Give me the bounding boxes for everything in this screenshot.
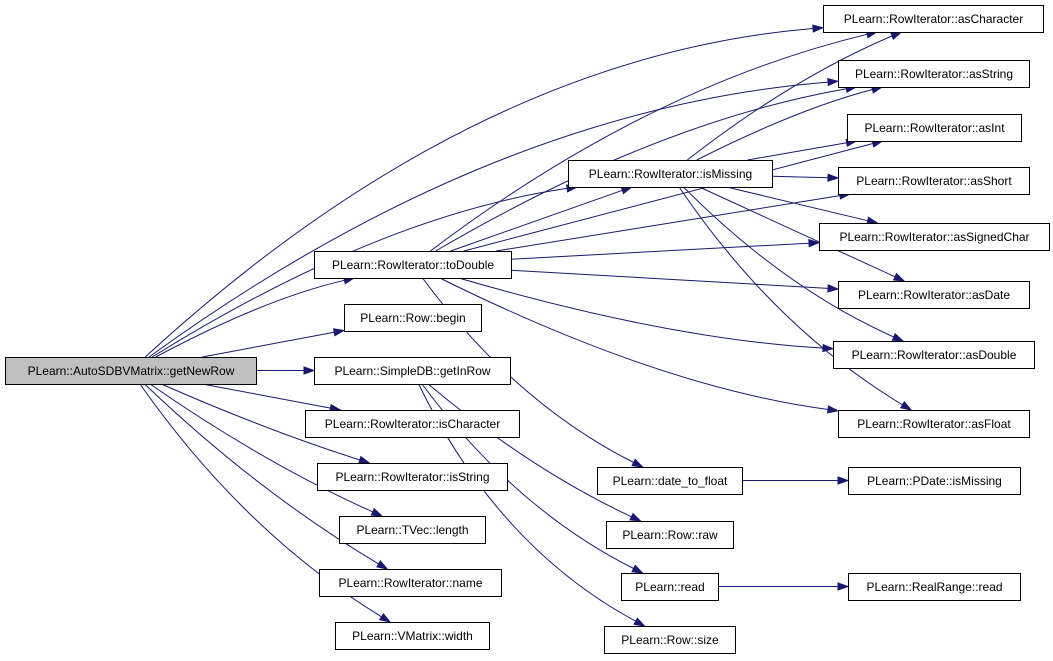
node-box[interactable] bbox=[838, 167, 1030, 195]
node-size[interactable]: PLearn::Row::size bbox=[604, 626, 736, 654]
call-edge bbox=[202, 383, 342, 413]
node-label: PLearn::RowIterator::asShort bbox=[856, 174, 1012, 188]
node-name[interactable]: PLearn::RowIterator::name bbox=[319, 569, 502, 597]
node-width[interactable]: PLearn::VMatrix::width bbox=[335, 622, 490, 650]
call-edge bbox=[510, 269, 840, 293]
node-asInt[interactable]: PLearn::RowIterator::asInt bbox=[847, 114, 1022, 142]
node-label: PLearn::RowIterator::asInt bbox=[864, 121, 1005, 135]
node-isString[interactable]: PLearn::RowIterator::isString bbox=[317, 463, 508, 491]
call-edge bbox=[510, 239, 821, 260]
node-box[interactable] bbox=[314, 251, 512, 279]
node-label: PLearn::Row::raw bbox=[622, 528, 718, 542]
node-label: PLearn::RowIterator::asString bbox=[855, 67, 1013, 81]
node-isCharacter[interactable]: PLearn::RowIterator::isCharacter bbox=[305, 410, 520, 438]
node-label: PLearn::VMatrix::width bbox=[352, 629, 473, 643]
call-edge bbox=[148, 77, 840, 358]
node-asCharacter[interactable]: PLearn::RowIterator::asCharacter bbox=[823, 5, 1044, 33]
node-box[interactable] bbox=[344, 304, 482, 332]
call-nodes: PLearn::AutoSDBVMatrix::getNewRowPLearn:… bbox=[5, 5, 1050, 654]
node-pdate-isMissing[interactable]: PLearn::PDate::isMissing bbox=[848, 467, 1021, 495]
node-label: PLearn::RealRange::read bbox=[866, 580, 1002, 594]
node-box[interactable] bbox=[606, 521, 734, 549]
node-asSignedChar[interactable]: PLearn::RowIterator::asSignedChar bbox=[819, 223, 1050, 251]
node-box[interactable] bbox=[838, 281, 1030, 309]
node-box[interactable] bbox=[314, 357, 511, 385]
call-edge bbox=[742, 476, 850, 485]
node-getNewRow[interactable]: PLearn::AutoSDBVMatrix::getNewRow bbox=[5, 357, 257, 385]
node-box[interactable] bbox=[838, 410, 1030, 438]
call-edge bbox=[771, 173, 840, 182]
node-label: PLearn::Row::begin bbox=[360, 311, 465, 325]
node-asString[interactable]: PLearn::RowIterator::asString bbox=[838, 60, 1030, 88]
node-label: PLearn::RowIterator::asFloat bbox=[857, 417, 1011, 431]
call-edge bbox=[450, 186, 634, 252]
call-edge bbox=[144, 383, 389, 570]
node-label: PLearn::RowIterator::asDate bbox=[858, 288, 1010, 302]
node-label: PLearn::RowIterator::isString bbox=[335, 470, 489, 484]
node-box[interactable] bbox=[847, 114, 1022, 142]
call-edge bbox=[718, 582, 850, 591]
node-box[interactable] bbox=[819, 223, 1050, 251]
node-date-to-float[interactable]: PLearn::date_to_float bbox=[597, 467, 743, 495]
node-length[interactable]: PLearn::TVec::length bbox=[339, 516, 486, 544]
node-isMissing[interactable]: PLearn::RowIterator::isMissing bbox=[568, 160, 773, 188]
node-box[interactable] bbox=[5, 357, 257, 385]
node-label: PLearn::RowIterator::asDouble bbox=[852, 348, 1017, 362]
node-box[interactable] bbox=[848, 573, 1021, 601]
call-edges bbox=[139, 24, 913, 627]
node-box[interactable] bbox=[339, 516, 486, 544]
node-label: PLearn::read bbox=[635, 580, 704, 594]
call-edge bbox=[430, 30, 879, 252]
node-box[interactable] bbox=[838, 60, 1030, 88]
call-edge bbox=[747, 138, 858, 161]
node-box[interactable] bbox=[604, 626, 736, 654]
node-box[interactable] bbox=[568, 160, 773, 188]
call-edge bbox=[458, 277, 835, 353]
call-edge bbox=[161, 383, 371, 464]
node-label: PLearn::RowIterator::toDouble bbox=[332, 258, 494, 272]
call-edge bbox=[144, 24, 825, 358]
node-asFloat[interactable]: PLearn::RowIterator::asFloat bbox=[838, 410, 1030, 438]
node-asDate[interactable]: PLearn::RowIterator::asDate bbox=[838, 281, 1030, 309]
node-box[interactable] bbox=[848, 467, 1021, 495]
node-label: PLearn::RowIterator::isMissing bbox=[589, 167, 752, 181]
node-asDouble[interactable]: PLearn::RowIterator::asDouble bbox=[833, 341, 1035, 369]
node-asShort[interactable]: PLearn::RowIterator::asShort bbox=[838, 167, 1030, 195]
node-label: PLearn::RowIterator::asSignedChar bbox=[839, 230, 1029, 244]
call-edge bbox=[427, 383, 642, 522]
node-toDouble[interactable]: PLearn::RowIterator::toDouble bbox=[314, 251, 512, 279]
node-label: PLearn::TVec::length bbox=[356, 523, 468, 537]
node-raw[interactable]: PLearn::Row::raw bbox=[606, 521, 734, 549]
node-box[interactable] bbox=[335, 622, 490, 650]
node-read[interactable]: PLearn::read bbox=[621, 573, 719, 601]
call-edge bbox=[439, 277, 840, 414]
call-edge bbox=[678, 186, 913, 411]
call-edge bbox=[202, 328, 346, 358]
node-box[interactable] bbox=[621, 573, 719, 601]
node-begin[interactable]: PLearn::Row::begin bbox=[344, 304, 482, 332]
call-edge bbox=[256, 366, 316, 375]
call-edge bbox=[149, 383, 384, 517]
call-edge bbox=[699, 186, 906, 282]
call-edge bbox=[683, 186, 905, 342]
node-box[interactable] bbox=[597, 467, 743, 495]
node-box[interactable] bbox=[317, 463, 508, 491]
node-box[interactable] bbox=[823, 5, 1044, 33]
node-box[interactable] bbox=[319, 569, 502, 597]
node-box[interactable] bbox=[833, 341, 1035, 369]
node-label: PLearn::RowIterator::isCharacter bbox=[325, 417, 500, 431]
node-getInRow[interactable]: PLearn::SimpleDB::getInRow bbox=[314, 357, 511, 385]
node-label: PLearn::AutoSDBVMatrix::getNewRow bbox=[28, 364, 235, 378]
call-edge bbox=[155, 276, 356, 358]
node-label: PLearn::PDate::isMissing bbox=[867, 474, 1002, 488]
node-label: PLearn::RowIterator::name bbox=[338, 576, 482, 590]
call-edge bbox=[496, 191, 852, 252]
node-label: PLearn::date_to_float bbox=[613, 474, 728, 488]
node-label: PLearn::Row::size bbox=[621, 633, 719, 647]
node-box[interactable] bbox=[305, 410, 520, 438]
node-label: PLearn::RowIterator::asCharacter bbox=[844, 12, 1023, 26]
node-realrange-read[interactable]: PLearn::RealRange::read bbox=[848, 573, 1021, 601]
node-label: PLearn::SimpleDB::getInRow bbox=[334, 364, 490, 378]
